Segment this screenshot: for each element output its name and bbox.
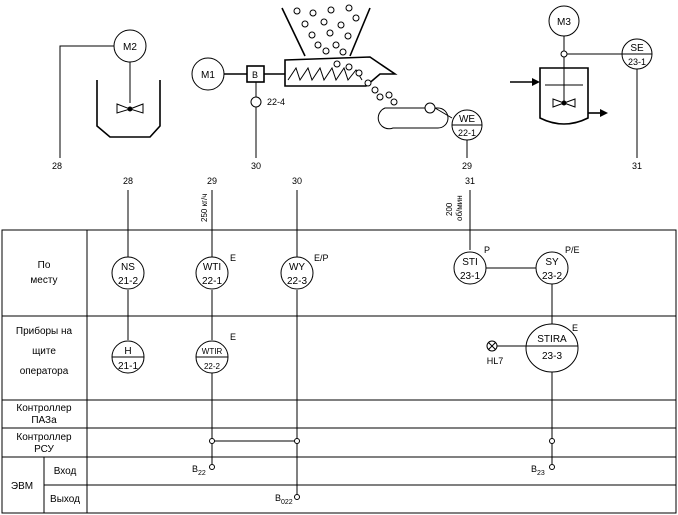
line-number-29-top: 29 [462,161,472,171]
row-panel-line2: щите [32,346,56,357]
instrument-wtir: WTIR 22-2 E [195,332,236,374]
svg-text:H: H [124,346,131,357]
hl7-label: HL7 [487,356,504,366]
speed-sensor-se-num: 23-1 [628,57,646,67]
svg-text:23-3: 23-3 [542,351,562,362]
line-number-29-mid: 29 [207,176,217,186]
svg-text:SY: SY [545,257,559,268]
feed-hopper [281,4,371,57]
weigher-we-num: 22-1 [458,128,476,138]
svg-text:WY: WY [289,262,305,273]
svg-text:22-2: 22-2 [204,362,221,371]
svg-text:E/P: E/P [314,253,329,263]
instrument-h: H 21-1 [111,340,145,374]
instrument-sy: SY 23-2 P/E [535,245,580,285]
svg-text:WTIR: WTIR [202,347,223,356]
row-panel-line1: Приборы на [16,325,73,337]
row-local-line2: месту [30,275,57,286]
svg-text:STI: STI [462,257,478,268]
belt-weigher: WE 22-1 29 [377,102,483,171]
motor-m2-label: M2 [123,42,137,53]
row-paz-line1: Контроллер [16,403,72,414]
instrument-table: По месту Приборы на щите оператора Контр… [1,229,677,514]
row-output: Выход [50,494,80,505]
svg-text:21-1: 21-1 [118,361,138,372]
reactor-m3: M3 SE 23-1 31 [510,5,653,171]
block-b-label: B [252,70,258,80]
speed-sensor-se-tag: SE [630,43,644,54]
io-b022: B022 [275,493,293,506]
instrument-wy: WY 22-3 E/P [280,253,329,290]
row-paz-line2: ПАЗа [31,415,57,426]
io-b22: B22 [192,464,206,477]
line-number-30-mid: 30 [292,176,302,186]
svg-text:P: P [484,245,490,255]
line-number-28-top: 28 [52,161,62,171]
svg-text:23-1: 23-1 [460,271,480,282]
line-number-31-top: 31 [632,161,642,171]
row-rsu-line2: РСУ [34,444,54,455]
sensor-22-4-label: 22-4 [267,97,285,107]
svg-text:E: E [230,253,236,263]
svg-text:WTI: WTI [203,262,221,273]
svg-text:22-1: 22-1 [202,276,222,287]
row-panel-line3: оператора [20,366,69,377]
motor-m3-label: M3 [557,17,571,28]
screw-feeder: M1 B 22-4 30 [191,56,398,171]
svg-text:22-3: 22-3 [287,276,307,287]
row-evm: ЭВМ [11,481,33,492]
motor-m1-label: M1 [201,70,215,81]
svg-text:STIRA: STIRA [537,334,567,345]
svg-text:E: E [230,332,236,342]
row-rsu-line1: Контроллер [16,432,72,443]
io-b23: B23 [531,464,545,477]
line-number-28-mid: 28 [123,176,133,186]
svg-text:P/E: P/E [565,245,580,255]
line-number-30-top: 30 [251,161,261,171]
indicator-lamp-hl7: HL7 [486,340,504,366]
instrument-ns: NS 21-2 [111,256,145,290]
signal-lines [127,190,555,500]
range-st-line2: об/мин [455,195,464,221]
svg-text:21-2: 21-2 [118,276,138,287]
svg-text:23-2: 23-2 [542,271,562,282]
line-number-31-mid: 31 [465,176,475,186]
range-st-line1: 200 [445,202,454,216]
svg-text:E: E [572,323,578,333]
instrument-stira: STIRA 23-3 E [525,323,579,373]
svg-text:NS: NS [121,262,135,273]
weigher-we-tag: WE [459,114,475,125]
mixer-vessel-m2: M2 28 [52,29,161,171]
range-wt: 250 кг/ч [200,194,209,222]
row-local-line1: По [38,260,51,271]
instrument-sti: STI 23-1 P [453,245,490,285]
row-input: Вход [54,466,77,477]
instrument-wti: WTI 22-1 E [195,253,236,290]
sensor-22-4-circle [250,96,262,108]
